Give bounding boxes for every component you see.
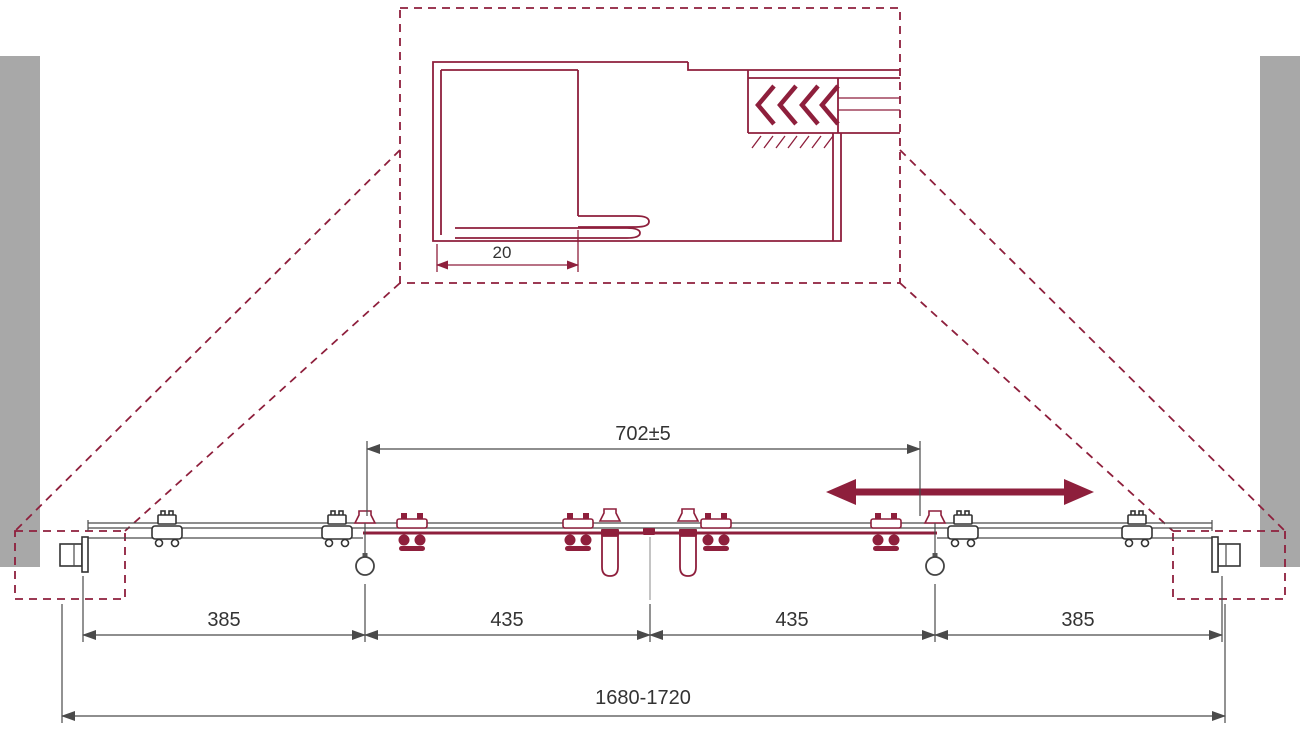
door-knob — [923, 510, 947, 576]
roller-carriage — [700, 513, 732, 551]
dim-segment-2-label: 435 — [490, 609, 523, 631]
profile-section-drawing — [432, 61, 900, 242]
detail-dim-label: 20 — [493, 243, 512, 262]
door-stopper-cylinder — [676, 508, 700, 577]
roller-carriage — [562, 513, 594, 551]
right-wall-bracket — [1211, 536, 1241, 573]
door-stopper-cylinder — [598, 508, 622, 577]
detail-connector-lines — [14, 149, 1286, 532]
glass-seal-strip-upper — [578, 215, 650, 228]
dimension-segments: 385 435 435 385 — [82, 576, 1223, 642]
dim-segment-1-label: 385 — [207, 609, 240, 631]
left-wall-bracket — [59, 536, 89, 573]
right-detail-highlight — [1172, 530, 1286, 600]
hatch-marks — [751, 135, 834, 149]
fixed-panel-clamp — [947, 510, 979, 548]
roller-carriage — [396, 513, 428, 551]
dimension-total: 1680-1720 — [61, 604, 1226, 723]
fixed-panel-clamp — [1121, 510, 1153, 548]
glass-seal-strip-lower — [455, 227, 641, 239]
door-knob — [353, 510, 377, 576]
dimension-top-span: 702±5 — [366, 423, 921, 516]
dim-segment-3-label: 435 — [775, 609, 808, 631]
fixed-panel-clamp — [151, 510, 183, 548]
fixed-panel-clamp — [321, 510, 353, 548]
center-overlap-mark — [643, 528, 655, 535]
track-assembly — [59, 479, 1241, 600]
roller-carriage — [870, 513, 902, 551]
right-wall — [1260, 56, 1300, 567]
detail-inset: 20 — [399, 7, 901, 284]
detail-dimension-20: 20 — [436, 230, 579, 272]
slide-direction-arrow — [826, 479, 1094, 505]
seal-brush-chevrons — [755, 84, 840, 126]
top-track-lines — [86, 520, 1214, 539]
dim-segment-4-label: 385 — [1061, 609, 1094, 631]
detail-inset-border — [399, 7, 901, 284]
dim-top-label: 702±5 — [615, 423, 670, 445]
left-detail-highlight — [14, 530, 126, 600]
dim-total-label: 1680-1720 — [595, 687, 691, 709]
left-wall — [0, 56, 40, 567]
